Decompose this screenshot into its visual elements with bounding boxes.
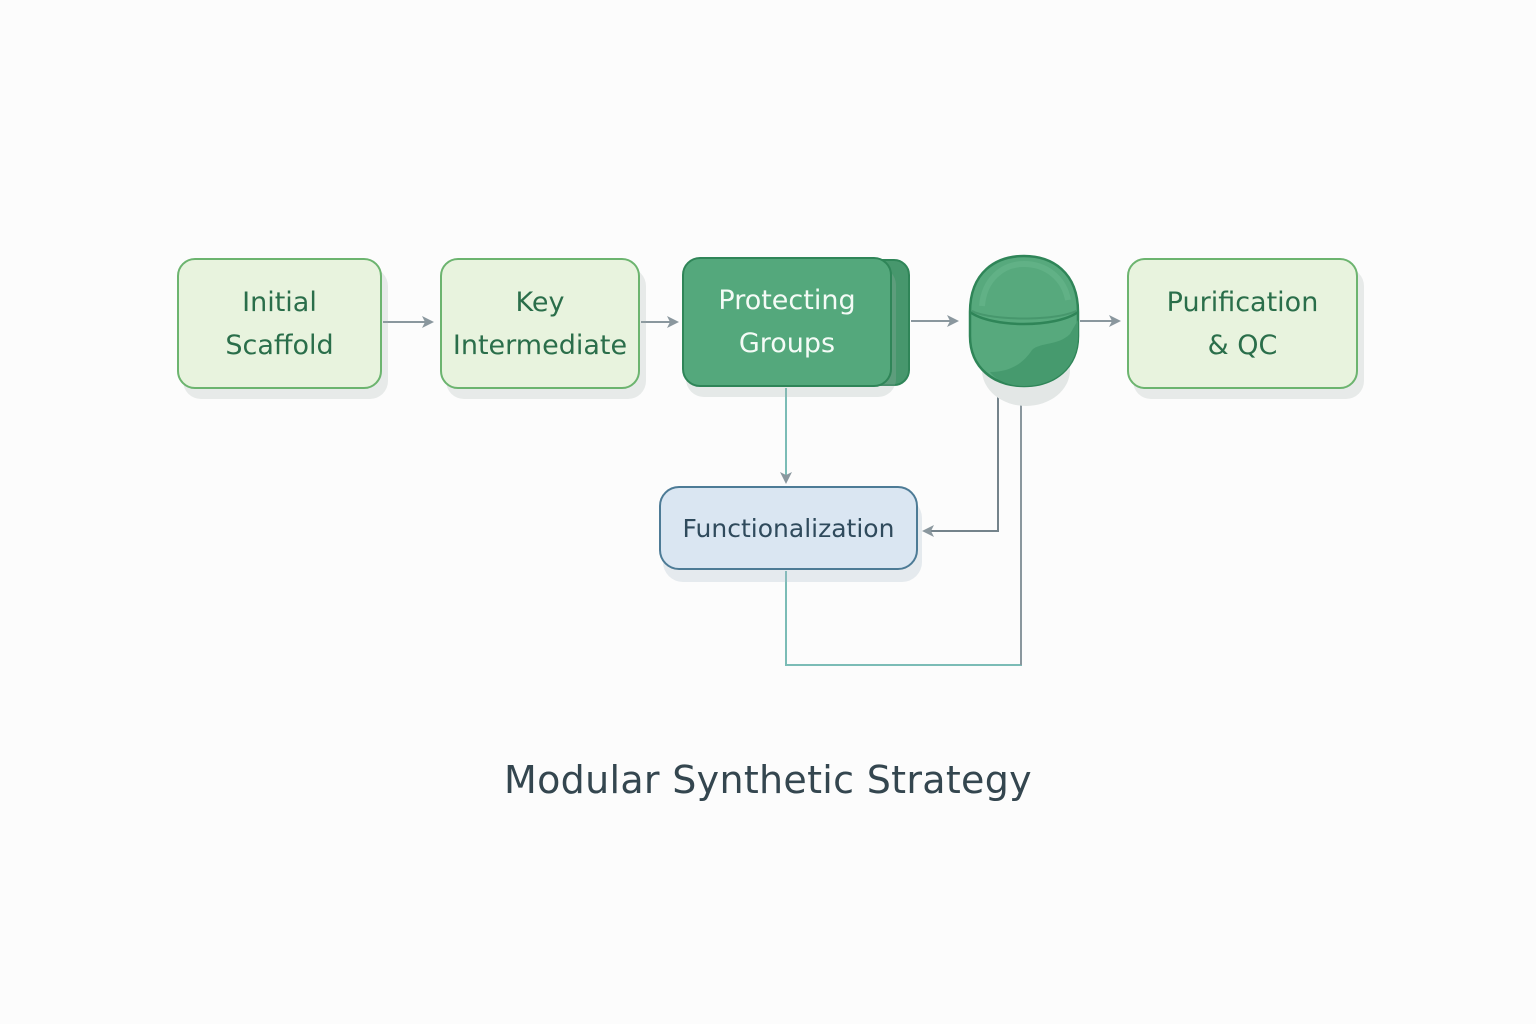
reactor-body-shade [990,320,1078,386]
node-purification-qc[interactable]: Purification & QC [1127,258,1358,389]
node-initial-scaffold[interactable]: Initial Scaffold [177,258,382,389]
node-purification-qc-label: Purification & QC [1166,286,1319,361]
node-key-intermediate[interactable]: Key Intermediate [440,258,640,389]
node-protecting-groups-label: Protecting Groups [718,285,856,359]
node-key-intermediate-label: Key Intermediate [452,286,628,361]
node-protecting-groups[interactable]: Protecting Groups [682,257,892,387]
node-functionalization[interactable]: Functionalization [659,486,918,570]
reactor-lid-band [972,310,1076,320]
node-reactor-vessel[interactable] [962,250,1086,410]
node-functionalization-label: Functionalization [682,513,895,543]
diagram-title: Modular Synthetic Strategy [504,758,1032,802]
edge-reactor-to-functionalization [922,386,999,537]
reactor-lid-highlight [979,260,1071,307]
reactor-lid-seam [969,310,1079,326]
node-initial-scaffold-label: Initial Scaffold [225,286,334,361]
